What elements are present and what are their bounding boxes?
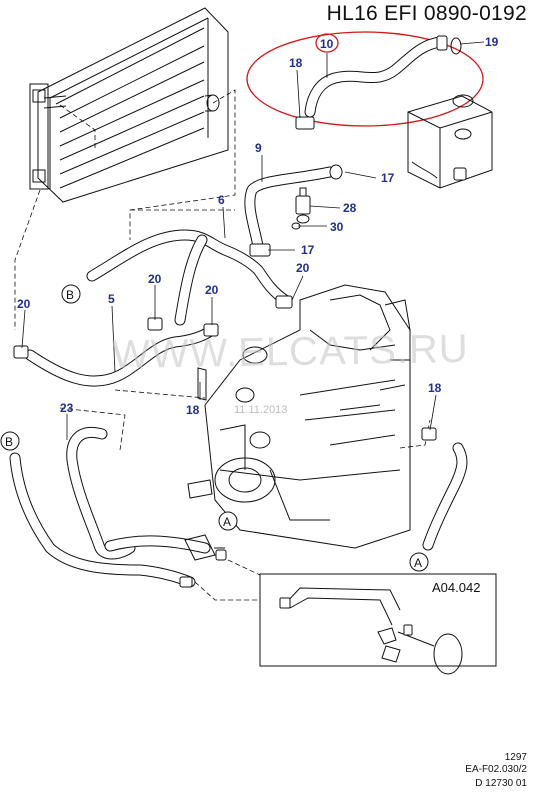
callout-20-engine: 20: [296, 261, 310, 275]
callout-5: 5: [108, 292, 115, 306]
callout-20-left: 20: [17, 297, 31, 311]
inset-box: [259, 573, 497, 675]
diagram-title: HL16 EFI 0890-0192: [326, 2, 527, 25]
hose-10: [295, 35, 462, 130]
radiator-dash-guide: [14, 89, 236, 330]
leader-lines: [21, 41, 485, 440]
callout-20-mid-left: 20: [148, 272, 162, 286]
hose-5: [13, 317, 219, 387]
callout-labels: 10 18 19 9 17 28 30 6 17 20 20 20 5 20 2…: [17, 33, 499, 417]
footer-line-3: D 12730 01: [475, 778, 527, 789]
callout-18-engine: 18: [186, 403, 200, 417]
engine-block: [187, 284, 411, 549]
callout-20-mid-right: 20: [205, 283, 219, 297]
callout-18-right: 18: [428, 381, 442, 395]
callout-10: 10: [320, 37, 334, 51]
hose-23: [66, 427, 136, 560]
hose-9: [244, 164, 343, 252]
connector-b-upper: B: [66, 288, 74, 302]
callout-19: 19: [485, 35, 499, 49]
watermark: WWW.ELCATS.RU: [111, 326, 470, 378]
connector-b-lower: B: [5, 435, 13, 449]
callout-30: 30: [330, 220, 344, 234]
callout-17-mid: 17: [301, 243, 315, 257]
callout-28: 28: [343, 201, 357, 215]
inset-label: A04.042: [432, 580, 481, 595]
highlight-ellipse: [246, 31, 484, 127]
inset-dash-guide: [194, 559, 261, 601]
connector-a-right: A: [414, 556, 422, 570]
temperature-sensor: [291, 187, 311, 230]
callout-18-top: 18: [289, 56, 303, 70]
connector-a-engine: A: [223, 515, 231, 529]
hose-b: [9, 452, 227, 588]
radiator: [29, 7, 229, 203]
connector-markers: B B A A: [0, 284, 429, 572]
expansion-tank: [407, 94, 493, 189]
callout-9: 9: [255, 141, 262, 155]
engine-dash-guide: [59, 209, 431, 451]
callout-10-circle: [315, 33, 339, 53]
hose-18-right: [421, 427, 468, 551]
footer-line-2: EA-F02.030/2: [465, 764, 527, 775]
watermark-date: 11.11.2013: [234, 404, 288, 416]
footer-line-1: 1297: [504, 752, 527, 763]
callout-23: 23: [60, 401, 74, 415]
hose-6: [86, 229, 293, 326]
callout-17-top: 17: [381, 171, 395, 185]
callout-6: 6: [218, 193, 225, 207]
